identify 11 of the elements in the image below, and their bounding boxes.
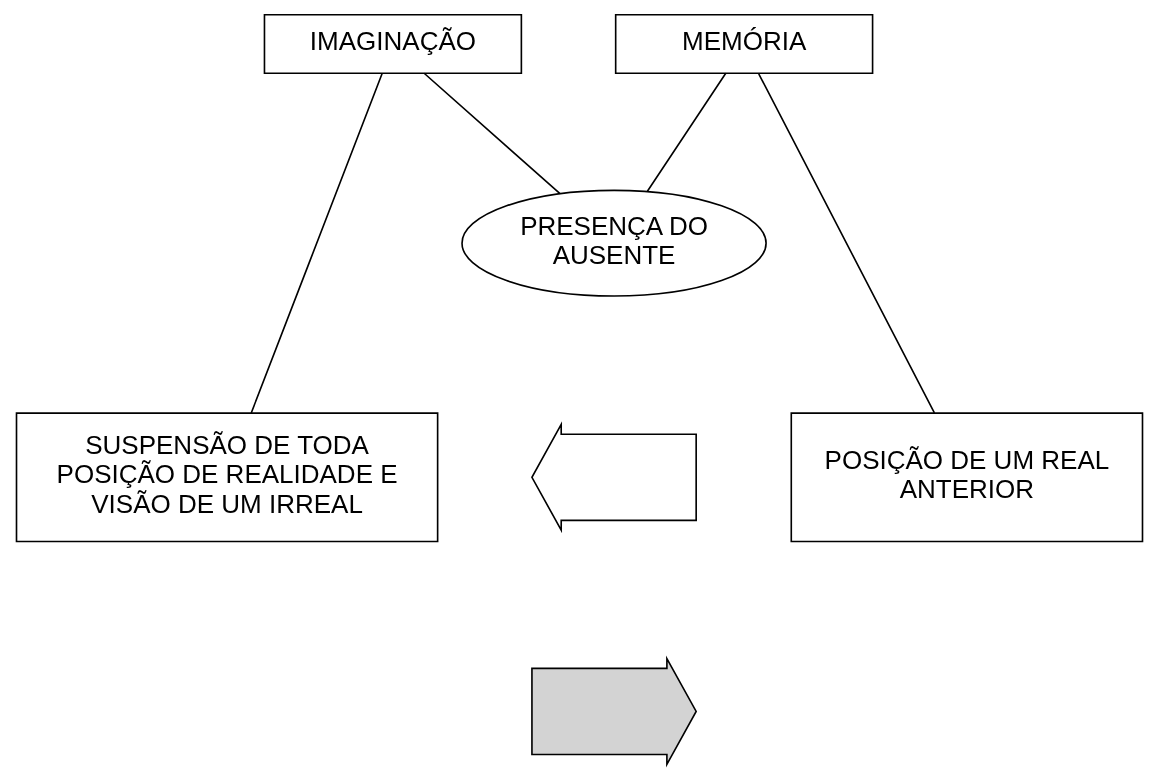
node-arrow: [530, 421, 697, 534]
connector: [249, 73, 383, 414]
node-ellipse: PRESENÇA DO AUSENTE: [460, 189, 767, 297]
node-box: MEMÓRIA: [614, 13, 873, 75]
connector: [757, 73, 935, 414]
node-arrow: [530, 655, 697, 768]
node-box: SUSPENSÃO DE TODA POSIÇÃO DE REALIDADE E VISÃO DE UM IRREAL: [15, 412, 438, 543]
connector: [422, 72, 561, 195]
node-box: POSIÇÃO DE UM REAL ANTERIOR: [789, 412, 1143, 543]
node-box: IMAGINAÇÃO: [263, 13, 522, 75]
connector: [646, 72, 727, 193]
